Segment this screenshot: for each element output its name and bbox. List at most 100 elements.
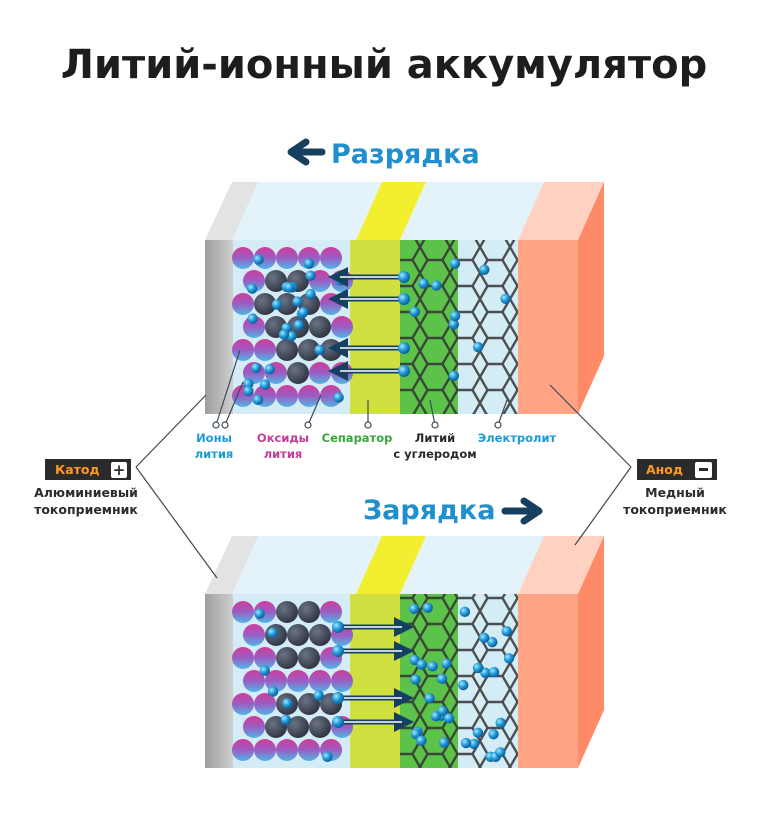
leader-ions-2 — [224, 381, 244, 426]
separator-top — [356, 182, 426, 240]
graphite-sphere — [298, 601, 320, 623]
graphite-sphere — [309, 316, 331, 338]
copper-top — [518, 536, 604, 594]
aluminum-collector — [205, 240, 233, 414]
lithium-ion — [503, 653, 515, 664]
lithium-ion — [449, 258, 461, 269]
lithium-ion — [487, 636, 498, 648]
leader-anode-bottom — [574, 466, 632, 546]
lithium-ion — [427, 661, 438, 672]
leader-dots — [212, 421, 502, 429]
leader-cathode-top — [135, 394, 207, 468]
lithium-ion — [479, 264, 490, 275]
leader-lithium — [429, 399, 436, 426]
oxide-sphere — [276, 739, 298, 761]
label-electrolyte: Электролит — [478, 431, 557, 445]
label-oxides-line2: лития — [264, 447, 303, 461]
lithium-ion — [410, 674, 421, 685]
discharge-phase-header: Разрядка — [287, 138, 480, 170]
leader-electrolyte — [497, 399, 508, 426]
oxide-sphere — [232, 339, 254, 361]
label-oxides-line1: Оксиды — [257, 431, 309, 445]
lithium-ion — [271, 299, 283, 310]
oxide-sphere — [243, 624, 265, 646]
lithium-ion — [495, 717, 506, 729]
battery-cell-discharge — [205, 182, 604, 414]
oxide-sphere — [232, 293, 254, 315]
lithium-ion — [409, 306, 420, 318]
oxide-sphere — [232, 693, 254, 715]
lithium-ion — [264, 363, 276, 375]
lithium-ion — [322, 751, 333, 763]
graphite-sphere — [276, 601, 298, 623]
lithium-ion — [478, 632, 490, 644]
oxide-sphere — [320, 601, 342, 623]
lithium-ion — [500, 293, 511, 304]
minus-icon — [695, 462, 712, 478]
charge-phase-header: Зарядка — [363, 495, 543, 526]
lithium-ion — [314, 344, 325, 356]
lithium-ion — [441, 658, 452, 669]
oxide-sphere — [320, 293, 342, 315]
lithium-ion — [424, 692, 435, 704]
cathode-caption-line2: токоприемник — [34, 502, 138, 517]
lithium-ion — [438, 737, 450, 748]
oxide-sphere — [254, 693, 276, 715]
arrow-left-icon — [287, 138, 326, 166]
ion-flow-arrows-right — [332, 617, 414, 732]
lithium-ion — [408, 603, 420, 615]
graphite-sphere — [309, 716, 331, 738]
graphite-sphere — [276, 339, 298, 361]
lithium-ion — [458, 679, 469, 691]
lithium-ion — [472, 662, 484, 674]
lithium-ion — [448, 370, 460, 381]
oxide-sphere — [309, 670, 331, 692]
oxide-sphere — [276, 385, 298, 407]
lithium-ion — [303, 258, 315, 269]
lithium-ion — [313, 690, 324, 701]
copper-side — [578, 182, 604, 414]
oxide-sphere — [243, 670, 265, 692]
oxide-sphere — [331, 670, 353, 692]
copper-collector — [518, 240, 578, 414]
lithium-ion — [449, 310, 461, 322]
lithium-ion — [468, 738, 480, 750]
lithium-ion — [247, 313, 258, 324]
graphite-sphere — [254, 293, 276, 315]
ion-flow-arrows-left — [328, 267, 410, 381]
lithium-ion — [459, 606, 471, 618]
lithium-ion — [253, 254, 264, 265]
lithium-ion — [250, 362, 262, 374]
separator-top — [356, 536, 426, 594]
graphite-lattice — [400, 240, 518, 414]
oxide-sphere — [232, 647, 254, 669]
lithium-ion — [252, 394, 264, 406]
lithium-ion — [460, 737, 472, 749]
lithium-ion — [495, 747, 506, 758]
lithium-ion — [282, 698, 293, 709]
copper-side — [578, 536, 604, 768]
leader-ions — [215, 349, 241, 426]
graphite-sphere — [287, 624, 309, 646]
lithium-ion — [254, 608, 265, 619]
lithium-ion — [431, 280, 442, 291]
lithium-ion — [472, 341, 484, 353]
battery-cell-charge — [205, 536, 604, 768]
lithium-ion — [488, 666, 500, 678]
page-title: Литий-ионный аккумулятор — [61, 42, 707, 88]
lithium-ion — [398, 293, 410, 305]
component-labels: Ионы лития Оксиды лития Сепаратор Литий … — [195, 431, 557, 461]
oxide-sphere — [232, 247, 254, 269]
lithium-ion — [416, 735, 427, 746]
graphite-sphere — [287, 362, 309, 384]
lithium-ions — [254, 602, 515, 763]
label-lithium-line1: Литий — [415, 431, 455, 445]
lithium-ions — [243, 254, 511, 406]
lithium-ion — [305, 288, 316, 300]
lithium-ion — [332, 645, 344, 657]
lithium-ion — [443, 713, 455, 724]
lithium-ion — [243, 385, 254, 397]
oxide-sphere — [331, 316, 353, 338]
discharge-label: Разрядка — [331, 139, 480, 170]
leader-lines — [135, 349, 632, 579]
